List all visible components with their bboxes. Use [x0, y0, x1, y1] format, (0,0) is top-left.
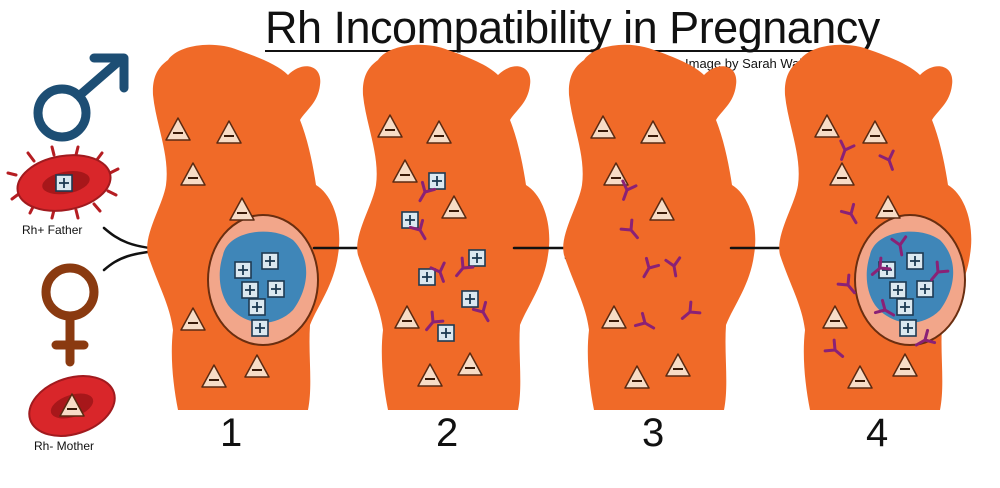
- father-red-blood-cell-icon: [6, 145, 120, 220]
- stage-2-number: 2: [436, 411, 458, 455]
- stage-1-body: [147, 44, 340, 410]
- mother-red-blood-cell-icon: [28, 375, 116, 437]
- stage-3-body: [563, 44, 756, 410]
- female-icon: [41, 263, 99, 367]
- male-icon: [33, 53, 129, 142]
- diagram-title: Rh Incompatibility in Pregnancy: [265, 2, 880, 53]
- stage-2-body: [357, 44, 550, 410]
- stage-3-number: 3: [642, 411, 664, 455]
- father-label: Rh+ Father: [22, 223, 82, 237]
- stage-4-number: 4: [866, 411, 888, 455]
- title-underline: [265, 50, 845, 52]
- stage-1-number: 1: [220, 411, 242, 455]
- stage-4-body: [779, 44, 972, 410]
- mother-label: Rh- Mother: [34, 439, 94, 453]
